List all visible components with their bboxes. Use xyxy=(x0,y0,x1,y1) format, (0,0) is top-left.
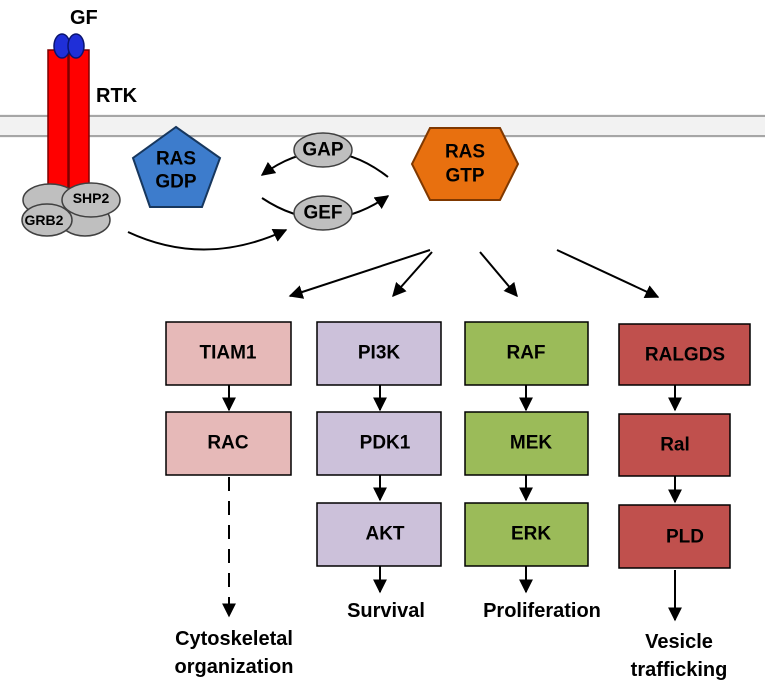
ral-box xyxy=(618,413,731,477)
ras-gtp-line1: RAS xyxy=(445,142,485,163)
ras-gdp-line2: GDP xyxy=(155,172,197,193)
tiam1-box xyxy=(165,321,292,386)
outcome-survival: Survival xyxy=(347,600,425,622)
pdk1-label: PDK1 xyxy=(360,433,411,454)
adaptor-to-gef-arrow xyxy=(127,229,288,251)
ras-gtp-line2: GTP xyxy=(445,166,484,187)
rac-label: RAC xyxy=(207,433,248,454)
ralgds-label: RALGDS xyxy=(645,345,725,366)
ral-label: Ral xyxy=(660,435,690,456)
gap-label: GAP xyxy=(302,140,344,161)
gef-node xyxy=(293,195,353,231)
ras-gtp-shape xyxy=(410,127,520,201)
mek-box xyxy=(464,411,589,476)
shp2-label: SHP2 xyxy=(73,190,110,206)
mek-label: MEK xyxy=(510,433,553,454)
raf-label: RAF xyxy=(506,343,545,364)
arrow-to-ralgds xyxy=(556,249,660,299)
adaptor-complex xyxy=(21,182,121,237)
rtk-receptor xyxy=(47,49,90,206)
ralgds-box xyxy=(618,323,751,386)
rtk-label: RTK xyxy=(96,85,138,107)
raf-box xyxy=(464,321,589,386)
ras-gdp-line1: RAS xyxy=(156,149,196,170)
erk-box xyxy=(464,502,589,567)
pdk1-box xyxy=(316,411,442,476)
cell-membrane xyxy=(0,114,765,138)
akt-box xyxy=(316,502,442,567)
outcome-vesicle-line2: trafficking xyxy=(631,659,728,681)
arrow-to-pi3k xyxy=(392,251,433,298)
pld-label: PLD xyxy=(666,527,704,548)
growth-factor-ligand xyxy=(53,33,85,59)
pi3k-label: PI3K xyxy=(358,343,401,364)
ras-gdp-shape xyxy=(131,125,222,208)
tiam1-label: TIAM1 xyxy=(200,343,257,364)
grb2-label: GRB2 xyxy=(25,212,64,228)
erk-label: ERK xyxy=(511,524,551,545)
outcome-cytoskeletal-line2: organization xyxy=(175,656,294,678)
gef-label: GEF xyxy=(303,203,342,224)
pi3k-box xyxy=(316,321,442,386)
akt-label: AKT xyxy=(365,524,404,545)
gap-node xyxy=(293,132,353,168)
outcome-cytoskeletal-line1: Cytoskeletal xyxy=(175,628,293,650)
rac-box xyxy=(165,411,292,476)
arrow-to-raf xyxy=(479,251,518,298)
arrow-to-tiam1 xyxy=(288,249,431,299)
gf-label: GF xyxy=(70,7,98,29)
outcome-vesicle-line1: Vesicle xyxy=(645,631,713,653)
outcome-proliferation: Proliferation xyxy=(483,600,601,622)
pld-box xyxy=(618,504,731,569)
